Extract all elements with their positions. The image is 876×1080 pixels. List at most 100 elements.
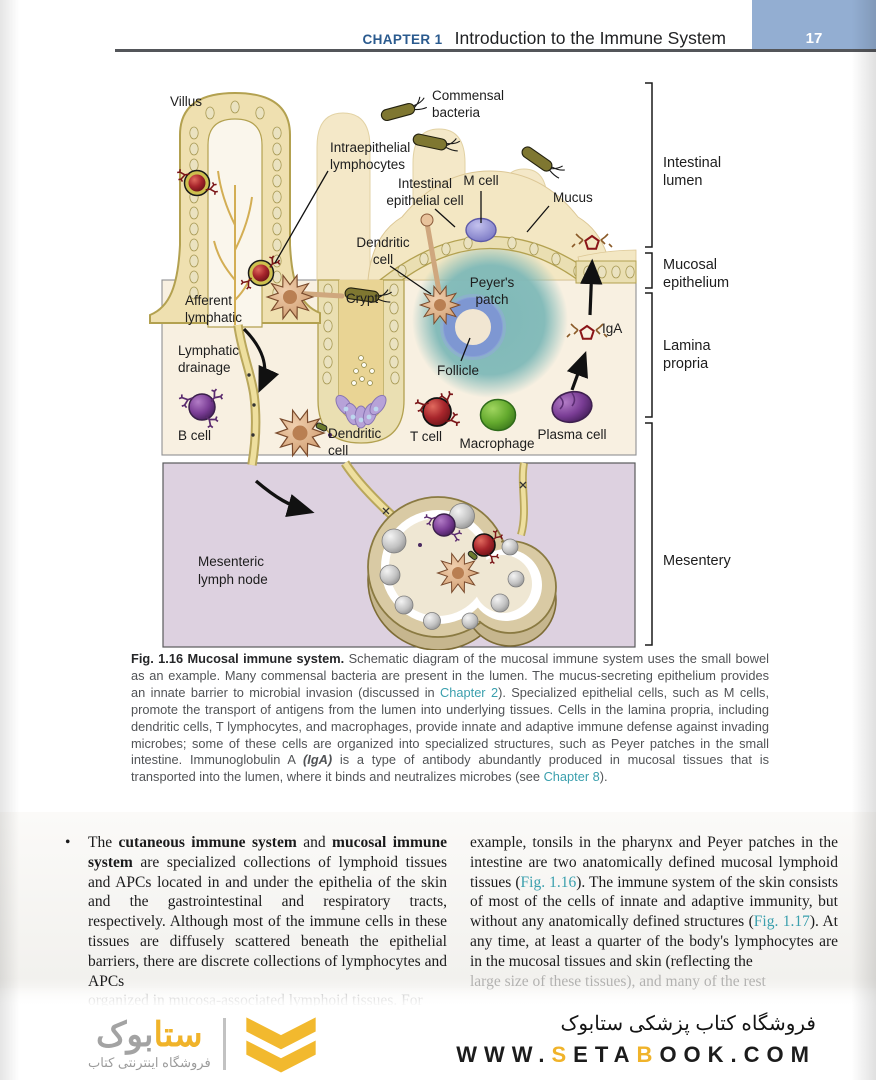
mucosal-immune-system-diagram: Villus Commensal bacteria Intraepithelia… [149, 82, 731, 651]
inline-link[interactable]: Chapter 8 [543, 769, 600, 785]
header-rule [115, 49, 876, 52]
label-dendritic-cell-upper: Dendritic [356, 235, 410, 250]
svg-text:lumen: lumen [663, 173, 703, 189]
t-cell-shape [413, 389, 462, 430]
text-segment: ). The immune system of the skin consist… [470, 873, 839, 931]
region-lamina-propria: Lamina [663, 338, 711, 354]
label-afferent-lymphatic: Afferent [185, 293, 232, 308]
logo-divider [222, 1018, 226, 1070]
svg-text:lymphocytes: lymphocytes [330, 157, 405, 172]
label-follicle: Follicle [437, 363, 479, 378]
page-number-badge: 17 [752, 0, 876, 49]
label-plasma-cell: Plasma cell [537, 427, 606, 442]
label-dendritic-cell-lower: Dendritic [328, 426, 382, 441]
text-segment: WWW. [456, 1042, 552, 1067]
svg-text:lymphatic: lymphatic [185, 310, 242, 325]
watermark-footer: ستابوک فروشگاه اینترنتی کتاب فروشگاه کتا… [0, 1006, 876, 1080]
villus-lymphatic-tree [213, 170, 255, 325]
label-intestinal-epithelial-cell: Intestinal [398, 176, 452, 191]
plasma-to-iga-arrow [566, 350, 588, 391]
text-segment: Schematic diagram of the mucosal immune … [131, 651, 769, 700]
text-segment: are specialized collections of lymphoid … [88, 853, 447, 990]
chapter-label: CHAPTER 1 [362, 32, 443, 47]
label-mucus: Mucus [553, 190, 593, 205]
site-url: WWW.SETABOOK.COM [456, 1038, 816, 1072]
body-column-left: • The cutaneous immune system and mucosa… [63, 833, 447, 1011]
text-segment: Mucosal immune system. [183, 651, 349, 666]
dendritic-cell-lower [275, 409, 332, 457]
mesenteric-lymph-node-illustration [254, 460, 557, 651]
setabook-chevron-icon [246, 1017, 316, 1073]
setabook-logo: ستابوک فروشگاه اینترنتی کتاب [88, 1012, 324, 1076]
dendritic-cell-upper [266, 274, 345, 320]
label-iga: IgA [602, 321, 622, 336]
label-macrophage: Macrophage [459, 436, 534, 451]
text-segment: example, tonsils in the pharynx and Peye… [470, 834, 838, 891]
follicle-shape [443, 297, 503, 357]
lymphatic-drainage-arrow [242, 327, 280, 393]
label-lymphatic-drainage: Lymphatic [178, 343, 239, 358]
svg-text:propria: propria [663, 356, 709, 372]
text-segment: Fig. 1.16 [131, 651, 184, 666]
dendritic-cell-dome [419, 213, 461, 325]
text-segment: OOK.COM [659, 1042, 816, 1067]
text-segment: mucosal immune system [88, 834, 447, 871]
bacterium-icon [378, 95, 428, 123]
label-crypt: Crypt [346, 291, 379, 306]
svg-text:patch: patch [475, 292, 508, 307]
inline-link[interactable]: Chapter 2 [440, 684, 499, 700]
label-b-cell: B cell [178, 428, 211, 443]
svg-text:lymph node: lymph node [198, 572, 268, 587]
villus-illustration [149, 91, 321, 328]
intraepithelial-lymphocyte-cells [175, 167, 283, 292]
store-tagline: فروشگاه کتاب پزشکی ستابوک [560, 1013, 816, 1035]
logo-subtitle: فروشگاه اینترنتی کتاب [88, 1055, 211, 1070]
text-segment: ETA [573, 1042, 637, 1067]
region-mesentery: Mesentery [663, 553, 731, 569]
node-entry-arrow [254, 479, 315, 518]
label-mesenteric-lymph-node: Mesenteric [198, 554, 264, 569]
node-follicles [379, 503, 525, 630]
svg-text:bacteria: bacteria [432, 105, 481, 120]
label-t-cell: T cell [410, 429, 442, 444]
body-column-right: example, tonsils in the pharynx and Peye… [470, 833, 838, 991]
region-brackets [645, 82, 653, 646]
svg-text:cell: cell [328, 443, 348, 458]
text-segment: (IgA) [303, 752, 333, 768]
afferent-lymphatic-vessel [233, 324, 261, 466]
inline-link[interactable]: Fig. 1.16 [520, 873, 577, 891]
text-segment: ). Specialized epithelial cells, such as… [131, 684, 770, 768]
paneth-cells [335, 394, 387, 429]
bullet-marker: • [65, 834, 71, 851]
faded-text-line: large size of these tissues), and many o… [470, 972, 766, 990]
label-villus: Villus [170, 94, 202, 109]
label-m-cell: M cell [463, 173, 498, 188]
text-segment: cutaneous immune system [118, 834, 297, 851]
label-peyers-patch: Peyer's [470, 275, 515, 290]
plasma-cell-shape [551, 390, 593, 424]
text-segment: S [551, 1042, 574, 1067]
svg-text:cell: cell [373, 252, 393, 267]
footer-right: فروشگاه کتاب پزشکی ستابوک WWW.SETABOOK.C… [456, 1010, 816, 1072]
label-commensal-bacteria: Commensal [432, 88, 504, 103]
svg-text:drainage: drainage [178, 360, 231, 375]
text-segment: is a type of antibody abundantly produce… [131, 752, 769, 785]
label-intraepithelial-lymphocytes: Intraepithelial [330, 140, 410, 155]
setabook-wordmark: ستابوک [96, 1016, 203, 1054]
svg-text:epithelial cell: epithelial cell [386, 193, 463, 208]
figure-caption: Fig. 1.16 Mucosal immune system. Schemat… [131, 651, 769, 786]
macrophage-shape [479, 398, 517, 432]
region-mucosal-epithelium: Mucosal [663, 257, 717, 273]
body-text-band [0, 812, 876, 1008]
text-segment: ). [599, 769, 608, 785]
text-segment: ). At any time, at least a quarter of th… [470, 913, 838, 970]
text-segment: B [636, 1042, 660, 1067]
secreted-granules [351, 355, 375, 386]
text-segment: The [88, 834, 119, 851]
iga-transport-arrow [580, 258, 603, 316]
b-cell-shape [177, 386, 226, 431]
node-cell-cluster [418, 510, 506, 593]
inline-link[interactable]: Fig. 1.17 [753, 913, 810, 931]
